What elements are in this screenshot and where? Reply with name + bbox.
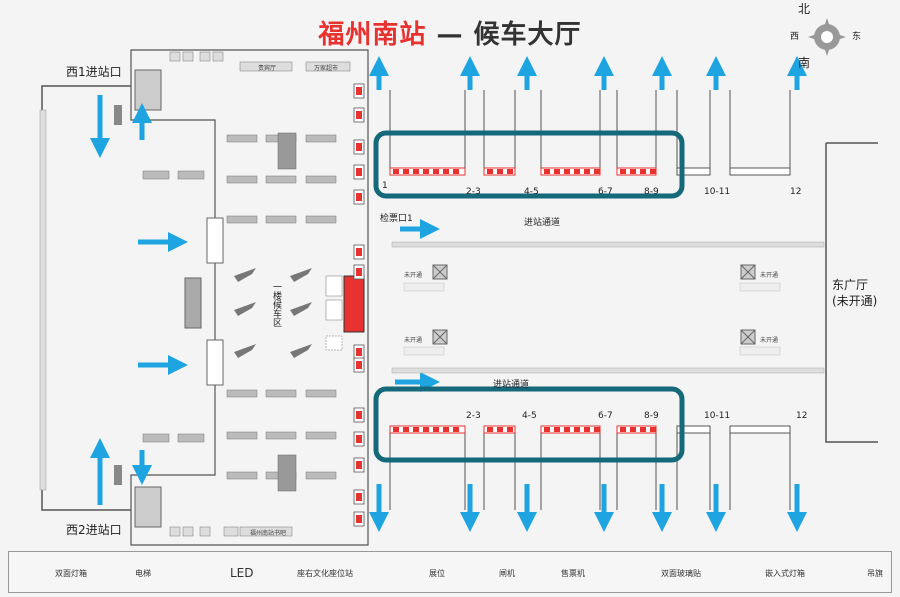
- escalator-strips: [403, 282, 781, 356]
- lower-passage-label: 进站通道: [493, 380, 530, 390]
- compass-east: 东: [852, 32, 862, 42]
- west1-entrance-label: 西1进站口: [66, 65, 122, 79]
- legend-double-lamp: 双面灯箱: [55, 568, 87, 578]
- ticket-gates: [353, 83, 365, 527]
- east-hall-label-2: (未开通): [832, 294, 878, 308]
- bottom-gate-label: 12: [796, 411, 808, 421]
- central-pillar: [184, 277, 202, 329]
- lower-passage-strip: [391, 367, 825, 374]
- west1-gate-block: [134, 69, 162, 111]
- compass-north: 北: [798, 2, 811, 16]
- top-strip: [169, 51, 351, 537]
- lower-platform-gate: [676, 425, 711, 434]
- east-hall-outline: [825, 142, 878, 443]
- west-gate-upper: [206, 217, 224, 264]
- legend-culture: 座右文化座位站: [297, 568, 353, 578]
- top-gate-label: 10-11: [704, 187, 731, 197]
- hall-name: 候车大厅: [473, 20, 582, 50]
- compass-south: 南: [798, 56, 811, 70]
- upper-platform-gate: [729, 167, 791, 176]
- station-name: 福州南站: [318, 20, 427, 50]
- top-gate-label: 4-5: [524, 187, 539, 197]
- top-strip-b: 万家超市: [314, 65, 339, 72]
- flow-arrows: [90, 56, 807, 532]
- west-corridor-strip: [39, 109, 47, 491]
- compass-west: 西: [790, 32, 800, 42]
- highlight-lower: [373, 386, 685, 463]
- top-strip-a: 贵宾厅: [258, 65, 277, 72]
- bottom-gate-label: 10-11: [704, 411, 731, 421]
- not-open-label-3: 未开通: [760, 272, 779, 279]
- top-gate-label: 6-7: [598, 187, 613, 197]
- map-title: 福州南站 — 候车大厅: [0, 14, 900, 51]
- legend-hanging: 吊旗: [867, 568, 883, 578]
- highlight-upper: [373, 130, 685, 199]
- platform-gates: [389, 90, 791, 510]
- info-box-1: [325, 275, 343, 297]
- title-separator: —: [426, 20, 474, 50]
- info-box-2: [325, 299, 343, 321]
- top-gate-label: 8-9: [644, 187, 659, 197]
- bottom-gate-label: 4-5: [522, 411, 537, 421]
- top-gate-label: 2-3: [466, 187, 481, 197]
- booth: [325, 335, 343, 351]
- shop-blocks: [277, 132, 297, 492]
- bottom-gate-label: 2-3: [466, 411, 481, 421]
- west1-machine: [114, 105, 122, 125]
- west2-gate-block: [134, 486, 162, 528]
- legend: 双面灯箱 电梯 LED 座右文化座位站 展位 闸机 售票机 双面玻璃贴 嵌入式灯…: [8, 551, 892, 593]
- legend-paste: 双面玻璃贴: [661, 568, 701, 578]
- hall-outline: [130, 49, 369, 546]
- west2-entrance-label: 西2进站口: [66, 523, 122, 537]
- legend-seat: 展位: [429, 568, 445, 578]
- upper-passage-strip: [391, 241, 825, 248]
- bottom-gate-label: 6-7: [598, 411, 613, 421]
- checkpoint-label: 检票口1: [380, 214, 413, 224]
- not-open-label-4: 未开通: [760, 337, 779, 344]
- elevator-icons: [432, 264, 756, 345]
- top-gate-label: 1: [382, 181, 388, 191]
- west2-machine: [114, 465, 122, 485]
- upper-passage-label: 进站通道: [524, 218, 561, 228]
- west-corridor-outline: [41, 85, 131, 511]
- not-open-label-2: 未开通: [404, 337, 423, 344]
- upper-platform-gate: [676, 167, 711, 176]
- bottom-gate-label: 8-9: [644, 411, 659, 421]
- east-hall-label-1: 东广厅: [832, 278, 869, 292]
- top-gate-label: 12: [790, 187, 802, 197]
- bottom-strip-label: 福州南站书吧: [250, 530, 287, 537]
- legend-embedded: 嵌入式灯箱: [765, 568, 805, 578]
- led-board: [343, 275, 365, 333]
- hanging-flags: [234, 268, 312, 358]
- legend-gate: 闸机: [499, 568, 515, 578]
- legend-elevator: 电梯: [135, 568, 151, 578]
- legend-led: LED: [230, 566, 254, 580]
- not-open-label-1: 未开通: [404, 272, 423, 279]
- lower-platform-gate: [729, 425, 791, 434]
- center-area-label: 一楼候车区: [271, 282, 281, 327]
- compass-icon: [808, 18, 846, 56]
- legend-machine: 售票机: [561, 568, 585, 578]
- west-gate-lower: [206, 339, 224, 386]
